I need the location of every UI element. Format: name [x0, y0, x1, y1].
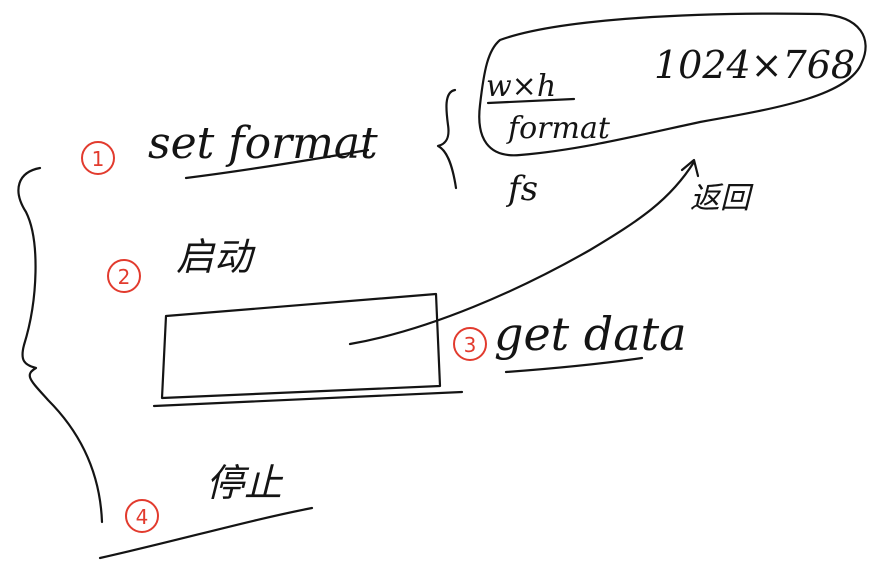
- return-arrow: [348, 160, 696, 346]
- step-4-underline: [98, 506, 314, 560]
- step-2-number: 2: [118, 265, 131, 289]
- params-ellipse: [478, 12, 867, 157]
- buffer-box: [152, 292, 464, 408]
- step-1: 1 set format: [81, 118, 378, 180]
- return-label: 返回: [690, 181, 754, 216]
- step-4-label: 停止: [206, 461, 284, 505]
- step-1-number: 1: [92, 147, 105, 171]
- step-2-circle: [107, 259, 141, 293]
- outer-brace: [17, 166, 104, 524]
- step-4-circle: [125, 499, 159, 533]
- param-wh-underline: [486, 97, 576, 105]
- step-3-number: 3: [464, 333, 477, 357]
- param-brace: [436, 88, 458, 190]
- step-3-label: get data: [494, 307, 687, 361]
- step-1-circle: [81, 141, 115, 175]
- step-3-circle: [453, 327, 487, 361]
- step-3: 3 get data: [453, 307, 687, 374]
- param-wh: w×h: [486, 69, 556, 104]
- param-fs: fs: [505, 169, 538, 209]
- step-4: 4 停止: [98, 461, 314, 560]
- return-arrow-head: [680, 158, 700, 178]
- step-1-label: set format: [148, 118, 378, 169]
- param-resolution: 1024×768: [654, 43, 855, 87]
- step-3-underline: [504, 356, 644, 374]
- param-format: format: [506, 111, 611, 146]
- step-4-number: 4: [136, 505, 149, 529]
- format-params: w×h 1024×768 format fs: [486, 43, 855, 209]
- step-2: 2 启动: [107, 235, 256, 293]
- step-1-underline: [184, 148, 370, 180]
- step-2-label: 启动: [176, 235, 256, 279]
